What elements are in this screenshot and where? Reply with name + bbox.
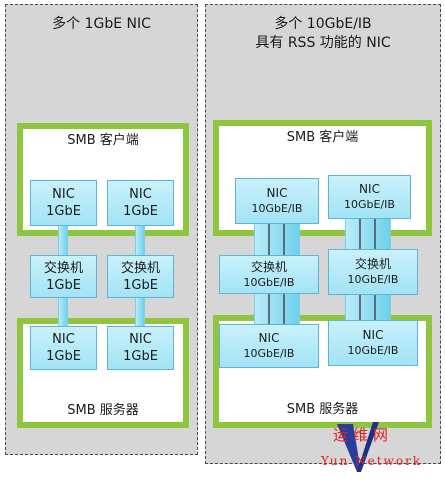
right-sep-7 — [359, 294, 361, 322]
right-sep-5 — [268, 292, 270, 326]
watermark-v-shape-icon — [337, 422, 379, 472]
right-link-bundle-2-bottom — [345, 294, 391, 322]
left-nic-bottom-1-speed: 1GbE — [46, 349, 81, 364]
right-nic-top-1: NIC 10GbE/IB — [235, 178, 319, 224]
right-sep-4 — [374, 216, 376, 252]
left-nic-top-2: NIC 1GbE — [107, 180, 174, 226]
left-switch-2-speed: 1GbE — [123, 277, 158, 293]
right-switch-1: 交换机 10GbE/IB — [219, 255, 319, 294]
right-switch-1-name: 交换机 — [250, 259, 287, 274]
right-panel-title-line1: 多个 10GbE/IB — [274, 16, 372, 32]
right-sep-6 — [283, 292, 285, 326]
right-client-label: SMB 客户端 — [286, 130, 359, 145]
right-switch-1-speed: 10GbE/IB — [243, 275, 295, 289]
left-panel-title: 多个 1GbE NIC — [52, 16, 151, 32]
right-server-label: SMB 服务器 — [286, 402, 359, 417]
left-nic-top-1: NIC 1GbE — [30, 180, 97, 226]
watermark-chinese: 运维网 — [333, 426, 394, 444]
right-link-bundle-1-bottom — [254, 292, 300, 326]
right-sep-2 — [283, 222, 285, 258]
left-switch-1-speed: 1GbE — [46, 277, 81, 293]
left-switch-2-name: 交换机 — [120, 260, 160, 276]
left-nic-top-1-name: NIC — [52, 187, 75, 202]
right-sep-1 — [268, 222, 270, 258]
right-nic-top-2: NIC 10GbE/IB — [328, 175, 411, 219]
right-switch-2-name: 交换机 — [354, 257, 391, 271]
left-nic-bottom-2-speed: 1GbE — [123, 349, 158, 364]
left-link-1 — [58, 225, 68, 255]
left-switch-1: 交换机 1GbE — [30, 255, 97, 298]
right-nic-top-2-name: NIC — [359, 182, 380, 196]
right-nic-top-1-name: NIC — [266, 186, 288, 200]
watermark-english: Yun Network — [321, 454, 423, 468]
right-switch-2: 交换机 10GbE/IB — [328, 249, 418, 295]
watermark-logo: 运维网 Yun Network — [315, 420, 443, 476]
right-nic-top-1-speed: 10GbE/IB — [251, 202, 303, 215]
left-nic-top-2-speed: 1GbE — [123, 204, 158, 219]
left-switch-1-name: 交换机 — [43, 260, 83, 276]
left-switch-2: 交换机 1GbE — [107, 255, 174, 298]
right-nic-bottom-2: NIC 10GbE/IB — [328, 320, 418, 366]
right-sep-3 — [359, 216, 361, 252]
left-server-label: SMB 服务器 — [67, 403, 139, 418]
right-nic-bottom-1-speed: 10GbE/IB — [243, 347, 295, 360]
left-link-4 — [135, 297, 145, 327]
left-nic-bottom-2: NIC 1GbE — [107, 326, 174, 370]
left-nic-bottom-2-name: NIC — [129, 332, 152, 347]
left-link-3 — [58, 297, 68, 327]
right-nic-top-2-speed: 10GbE/IB — [344, 198, 395, 211]
left-nic-top-1-speed: 1GbE — [46, 204, 81, 219]
right-nic-bottom-2-name: NIC — [362, 328, 384, 342]
right-switch-2-speed: 10GbE/IB — [347, 273, 399, 286]
left-nic-bottom-1: NIC 1GbE — [30, 326, 97, 370]
left-client-label: SMB 客户端 — [67, 133, 139, 148]
left-nic-bottom-1-name: NIC — [52, 332, 75, 347]
right-nic-bottom-1-name: NIC — [258, 331, 280, 345]
right-link-bundle-2-top — [345, 216, 391, 252]
left-link-2 — [135, 225, 145, 255]
right-panel-title-line2: 具有 RSS 功能的 NIC — [255, 35, 391, 51]
right-nic-bottom-2-speed: 10GbE/IB — [347, 344, 399, 357]
right-nic-bottom-1: NIC 10GbE/IB — [219, 324, 319, 368]
right-sep-8 — [374, 294, 376, 322]
right-link-bundle-1-top — [254, 222, 300, 258]
left-nic-top-2-name: NIC — [129, 187, 152, 202]
